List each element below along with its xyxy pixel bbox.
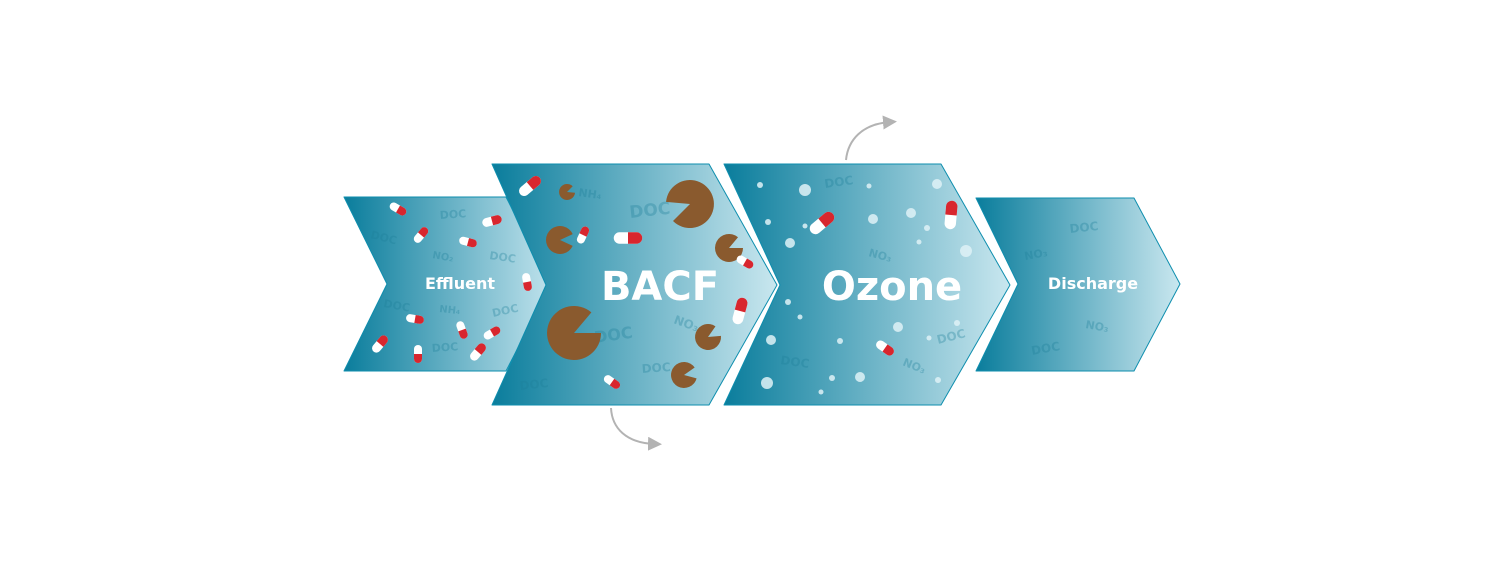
ozone-bubble-icons (757, 179, 972, 395)
stage-label-effluent: Effluent (425, 274, 495, 293)
ozone-bubble-icon (926, 335, 932, 341)
output-arrow-up-icon (845, 115, 897, 161)
discharge-chevron (975, 197, 1181, 372)
output-arrow-down-icon (610, 407, 662, 451)
ozone-bubble-icon (785, 238, 795, 248)
ozone-bubble-icon (818, 389, 824, 395)
term: DOC (491, 302, 520, 320)
stage-label-bacf: BACF (601, 264, 719, 310)
stage-label-discharge: Discharge (1048, 274, 1138, 293)
term: DOC (641, 360, 671, 376)
ozone-bubble-icon (932, 179, 942, 189)
term: NO₃ (1084, 318, 1109, 335)
term: DOC (628, 199, 671, 223)
term: DOC (431, 340, 458, 355)
ozone-bubble-icon (761, 377, 773, 389)
microbe-pacman-icons (546, 180, 744, 388)
microbe-pacman-icon (671, 362, 697, 388)
ozone-bubble-icon (797, 314, 803, 320)
term: DOC (519, 376, 549, 393)
ozone-bubble-icon (935, 377, 941, 383)
microbe-pacman-icon (547, 306, 602, 360)
ozone-bubble-icon (765, 219, 771, 225)
ozone-bubble-icon (829, 375, 835, 381)
term: DOC (382, 297, 410, 314)
microbe-pacman-icon (666, 180, 714, 228)
term: NH₄ (439, 304, 461, 317)
ozone-bubble-icon (960, 245, 972, 257)
ozone-bubble-icon (924, 225, 930, 231)
microbe-pacman-icon (559, 183, 576, 200)
ozone-bubble-icon (799, 184, 811, 196)
ozone-bubble-icon (766, 335, 776, 345)
ozone-bubble-icon (954, 320, 960, 326)
term: DOC (1030, 339, 1061, 358)
effluent-terms: DOC DOC NO₂ DOC DOC NH₄ DOC DOC (369, 207, 519, 355)
stage-label-ozone: Ozone (822, 264, 962, 310)
ozone-bubble-icon (785, 299, 791, 305)
term: DOC (780, 353, 811, 371)
ozone-bubble-icon (893, 322, 903, 332)
term: DOC (439, 207, 466, 222)
ozone-bubble-icon (802, 223, 808, 229)
stage-discharge: DOC NO₃ NO₃ DOC Discharge (975, 197, 1181, 372)
microbe-pacman-icon (695, 324, 721, 350)
ozone-bubble-icon (866, 183, 872, 189)
term: DOC (369, 228, 398, 247)
stage-ozone: DOC NO₃ DOC NO₃ DOC (723, 163, 1011, 406)
term: NH₄ (578, 186, 603, 202)
ozone-bubble-icon (868, 214, 878, 224)
term: DOC (489, 249, 517, 266)
term: NO₂ (431, 250, 454, 265)
ozone-bubble-icon (757, 182, 763, 188)
term: DOC (823, 173, 854, 191)
stage-effluent: DOC DOC NO₂ DOC DOC NH₄ DOC DOC Effluent (343, 196, 552, 372)
microbe-pacman-icon (546, 226, 573, 254)
stage-bacf: NH₄ DOC NO₃ DOC DOC DOC BACF (491, 163, 778, 406)
term: DOC (935, 326, 967, 347)
ozone-bubble-icon (906, 208, 916, 218)
effluent-chevron (343, 196, 552, 372)
ozone-bubble-icon (916, 239, 922, 245)
ozone-chevron (723, 163, 1011, 406)
term: NO₃ (867, 246, 893, 265)
ozone-bubble-icon (855, 372, 865, 382)
term: DOC (1069, 219, 1099, 236)
discharge-terms: DOC NO₃ NO₃ DOC (1023, 219, 1110, 358)
microbe-pacman-icon (715, 234, 744, 262)
ozone-bubble-icon (837, 338, 843, 344)
term: NO₃ (1023, 246, 1048, 263)
